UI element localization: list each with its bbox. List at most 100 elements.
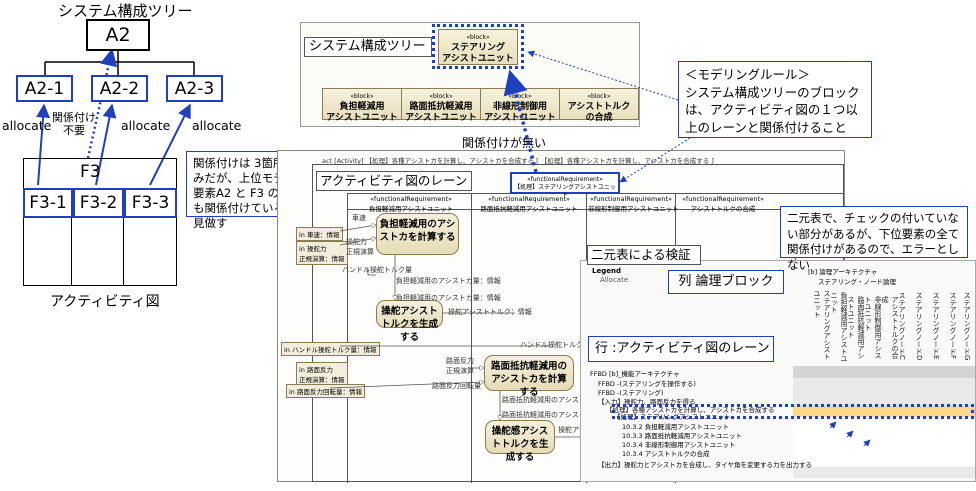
- lane-2-name: 路面抵抗軽減用アシストユニット: [480, 205, 578, 213]
- row-9[interactable]: 10.3.4 非線形制御用アシストユニット: [622, 441, 736, 449]
- child-3-stereotype: «block»: [508, 93, 532, 100]
- action-generate-steer-torque[interactable]: 操舵アシストトルクを生成する: [376, 300, 443, 343]
- allocate-label-1: allocate: [2, 118, 52, 133]
- col-3[interactable]: 路面抵抗軽減用アシストユニット: [847, 296, 865, 359]
- child-2-name: 路面抵抗軽減用 アシストユニット: [405, 102, 477, 123]
- activity-header: act [Activity] 【処理】各種アシストカを計算し、アシストカを合成す…: [322, 157, 714, 165]
- f3-lane-area: [23, 218, 177, 286]
- col-1[interactable]: ステアリングアシストユニット: [813, 290, 831, 360]
- lane-1-stereotype: «functionalRequirement»: [369, 195, 453, 203]
- lane-header-1: «functionalRequirement» 負担軽減用アシストユニット: [352, 195, 470, 213]
- child-1-name: 負担軽減用 アシストユニット: [326, 102, 398, 123]
- child-4-stereotype: «block»: [587, 93, 611, 100]
- col-7[interactable]: ステアリングノードD: [915, 292, 923, 361]
- flow-label-handle-2: ハンドル操舵トルク量：情報: [520, 341, 611, 349]
- row-1[interactable]: FFBD [b]_機能アーキテクチャ: [590, 370, 680, 378]
- root-highlight: [432, 24, 524, 69]
- lane-f3-2: F3-2: [73, 188, 124, 218]
- flow-label-road-assist-1: 路面抵抗軽減用のアシストカ量：情報: [502, 396, 621, 404]
- left-tree-title: システム構成ツリー: [58, 2, 193, 20]
- flow-label-road-rotation: 路面反力回転量: [432, 382, 481, 390]
- lane-header-3: «functionalRequirement» 非線形制御用アシストユニット: [588, 195, 679, 213]
- top-lane-name: 【処理】ステアリングアシストユニット: [514, 184, 616, 199]
- lane-f3-1: F3-1: [23, 188, 73, 218]
- col-4[interactable]: 非線形制御用アシストユニット: [864, 296, 882, 359]
- block-a2-1: A2-1: [16, 75, 73, 102]
- row-label-note: 行 :アクティビティ図のレーン: [588, 336, 774, 362]
- child-2-stereotype: «block»: [429, 93, 453, 100]
- flow-label-burden-1: 負担軽減用のアシストカ量：情報: [396, 277, 501, 285]
- action-generate-steer-feel-torque[interactable]: 操舵感アシストトルクを生成する: [485, 420, 555, 463]
- top-lane-stereotype: «functionalRequirement»: [527, 176, 603, 183]
- pin-handle-torque[interactable]: in ハンドル操舵トルク量：情報: [281, 342, 380, 356]
- allocate-label-3: allocate: [192, 118, 242, 133]
- lane-3-stereotype: «functionalRequirement»: [589, 195, 673, 203]
- block-a2: A2: [86, 19, 150, 51]
- tree-window-title: システム構成ツリー: [304, 37, 432, 57]
- child-4-name: アシストトルク の合成: [567, 102, 631, 123]
- col-9[interactable]: ステアリングノードF: [949, 292, 957, 360]
- activity-window-title: アクティビティ図のレーン: [316, 171, 472, 191]
- pin-vehicle-speed[interactable]: in 車速：情報: [296, 227, 343, 241]
- flow-label-speed: 車速: [352, 214, 366, 222]
- lane-4-name: アシストトルクの合成: [690, 205, 756, 213]
- f3-label: F3: [80, 162, 101, 182]
- root-stereotype: «block»: [466, 34, 490, 41]
- lane-row-highlight: [612, 404, 974, 419]
- activity-diagram-caption: アクティビティ図: [50, 294, 160, 310]
- child-block-4: «block» アシストトルク の合成: [559, 88, 639, 123]
- root-name: ステアリング アシストユニット: [442, 43, 514, 64]
- row-2[interactable]: FFBD -(ステアリングを操作する): [598, 380, 696, 388]
- child-3-name: 非線形制御用 アシストユニット: [484, 102, 556, 123]
- lane-3-name: 非線形制御用アシストユニット: [588, 205, 679, 213]
- sub-rows-area: [793, 417, 975, 467]
- col-6[interactable]: ステアリングノードC: [898, 292, 906, 360]
- row-5[interactable]: 【処理】各種アシストカを計算し、アシストカを合成する: [606, 406, 775, 414]
- child-1-stereotype: «block»: [350, 93, 374, 100]
- flow-label-road-assist-2: 路面抵抗軽減用のアシストカ量：情報: [502, 411, 621, 419]
- flow-label-burden-2: 負担軽減用のアシストカ量：情報: [396, 294, 501, 302]
- pin-steer-force[interactable]: in 操舵力 正規演算：情報: [296, 241, 348, 265]
- child-block-2: «block» 路面抵抗軽減用 アシストユニット: [401, 88, 481, 123]
- action-calc-burden-assist[interactable]: 負担軽減用のアシストカを計算する: [376, 213, 459, 255]
- row-8[interactable]: 10.3.3 路面抵抗軽減用アシストユニット: [622, 432, 742, 440]
- legend-allocate: Allocate: [600, 276, 629, 284]
- no-relation-label: 関係付けが無い: [462, 136, 547, 150]
- row-4[interactable]: 【入力】操舵力、路面反力を得る: [598, 398, 696, 406]
- allocate-label-2: allocate: [121, 118, 171, 133]
- root-block: «block» ステアリング アシストユニット: [438, 29, 518, 65]
- col-sub: ステアリング・ノード論理: [818, 278, 896, 286]
- col-root: [b] 論理アーキテクチャ: [808, 268, 878, 276]
- legend-label: Legend: [592, 267, 621, 275]
- col-2[interactable]: 負担軽減用アシストユニット: [830, 292, 848, 362]
- row-11[interactable]: 【出力】操舵力とアシストカを合成し、タイヤ角を変更する力を出力する: [598, 461, 813, 469]
- lane-1-name: 負担軽減用アシストユニット: [368, 205, 454, 213]
- rule-note: ＜モデリングルール＞ システム構成ツリーのブロックは、アクティビティ図の１つ以上…: [678, 61, 872, 138]
- action-calc-road-resistance-assist[interactable]: 路面抵抗軽減用のアシストカを計算する: [484, 355, 574, 398]
- flow-label-road: 路面反力 正規演算: [446, 357, 474, 375]
- block-a2-2: A2-2: [91, 75, 148, 102]
- highlight-row: [793, 405, 975, 417]
- row-10[interactable]: 10.3.4 アシストトルクの合成: [622, 450, 710, 458]
- matrix-header-row: [793, 366, 975, 378]
- matrix-window-title: 二元表による検証: [587, 245, 701, 265]
- block-a2-3: A2-3: [166, 75, 223, 102]
- col-10[interactable]: ステアリングノードG: [963, 292, 971, 361]
- lane-4-stereotype: «functionalRequirement»: [681, 195, 765, 203]
- col-5[interactable]: アシストトルクの合成: [881, 296, 899, 359]
- lane-2-stereotype: «functionalRequirement»: [487, 195, 571, 203]
- top-lane-header: «functionalRequirement»【処理】ステアリングアシストユニッ…: [510, 172, 620, 199]
- matrix-note: 二元表で、チェックの付いていない部分があるが、下位要素の全て関係付けがあるので、…: [780, 206, 968, 272]
- child-block-1: «block» 負担軽減用 アシストユニット: [322, 88, 402, 123]
- lane-header-2: «functionalRequirement» 路面抵抗軽減用アシストユニット: [472, 195, 586, 213]
- f3-frame: [23, 158, 177, 286]
- lane-header-4: «functionalRequirement» アシストトルクの合成: [678, 195, 768, 213]
- column-label-note: 列 論理ブロック: [668, 270, 784, 294]
- row-7[interactable]: 10.3.2 負担軽減用アシストユニット: [622, 423, 729, 431]
- lane-f3-3: F3-3: [124, 188, 177, 218]
- row-3[interactable]: FFBD -(ステアリング): [598, 389, 664, 397]
- no-relation-needed-label: 関係付け 不要: [52, 111, 96, 137]
- col-8[interactable]: ステアリングノードE: [932, 292, 940, 360]
